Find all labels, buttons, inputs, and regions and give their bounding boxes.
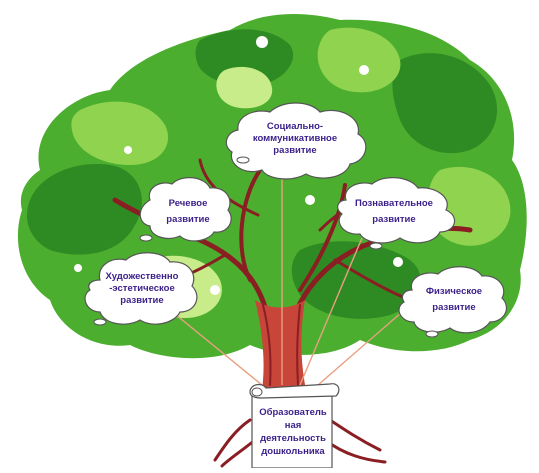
roots — [213, 418, 387, 468]
branch — [239, 168, 262, 282]
connectors — [169, 172, 403, 386]
trunk-shadow — [262, 304, 301, 386]
crown-spot — [305, 195, 315, 205]
node-cloud-speech — [139, 177, 232, 242]
connector-cognitive — [299, 237, 363, 386]
crown-spot — [393, 257, 403, 267]
node-speech-label: Речевое развитие — [166, 198, 210, 225]
node-physical-label: Физическое развитие — [425, 286, 483, 313]
crown-dark-patch-lower — [291, 241, 421, 319]
crown-light-patch-1 — [71, 101, 169, 165]
node-artistic-label: Художественно -эстетическое развитие — [105, 271, 179, 306]
root-scroll — [249, 383, 340, 469]
crown-spot — [74, 264, 82, 272]
node-cloud-physical — [398, 266, 507, 338]
branch — [298, 183, 347, 292]
crown-light-patch-2 — [317, 27, 401, 93]
node-social-label: Социально- коммуникативное развитие — [252, 121, 338, 156]
crown-spot — [210, 285, 220, 295]
crown-spot — [359, 65, 369, 75]
crown-spot — [466, 16, 474, 24]
crown-spot — [256, 36, 268, 48]
node-cognitive-label: Познавательное развитие — [355, 198, 433, 225]
crown-dark-patch-right — [392, 53, 498, 154]
root-label: Образователь ная деятельность дошкольник… — [259, 407, 327, 457]
crown-dark-patch-top — [195, 29, 294, 87]
crown-dark-patch-left — [26, 164, 142, 255]
node-cloud-artistic — [84, 252, 198, 326]
crown-light-patch-5 — [216, 66, 273, 109]
trunk — [255, 300, 306, 390]
connector-artistic — [169, 309, 263, 386]
crown-spot — [124, 146, 132, 154]
node-cloud-cognitive — [337, 177, 456, 250]
connector-physical — [317, 311, 403, 386]
node-cloud-social — [225, 102, 367, 180]
